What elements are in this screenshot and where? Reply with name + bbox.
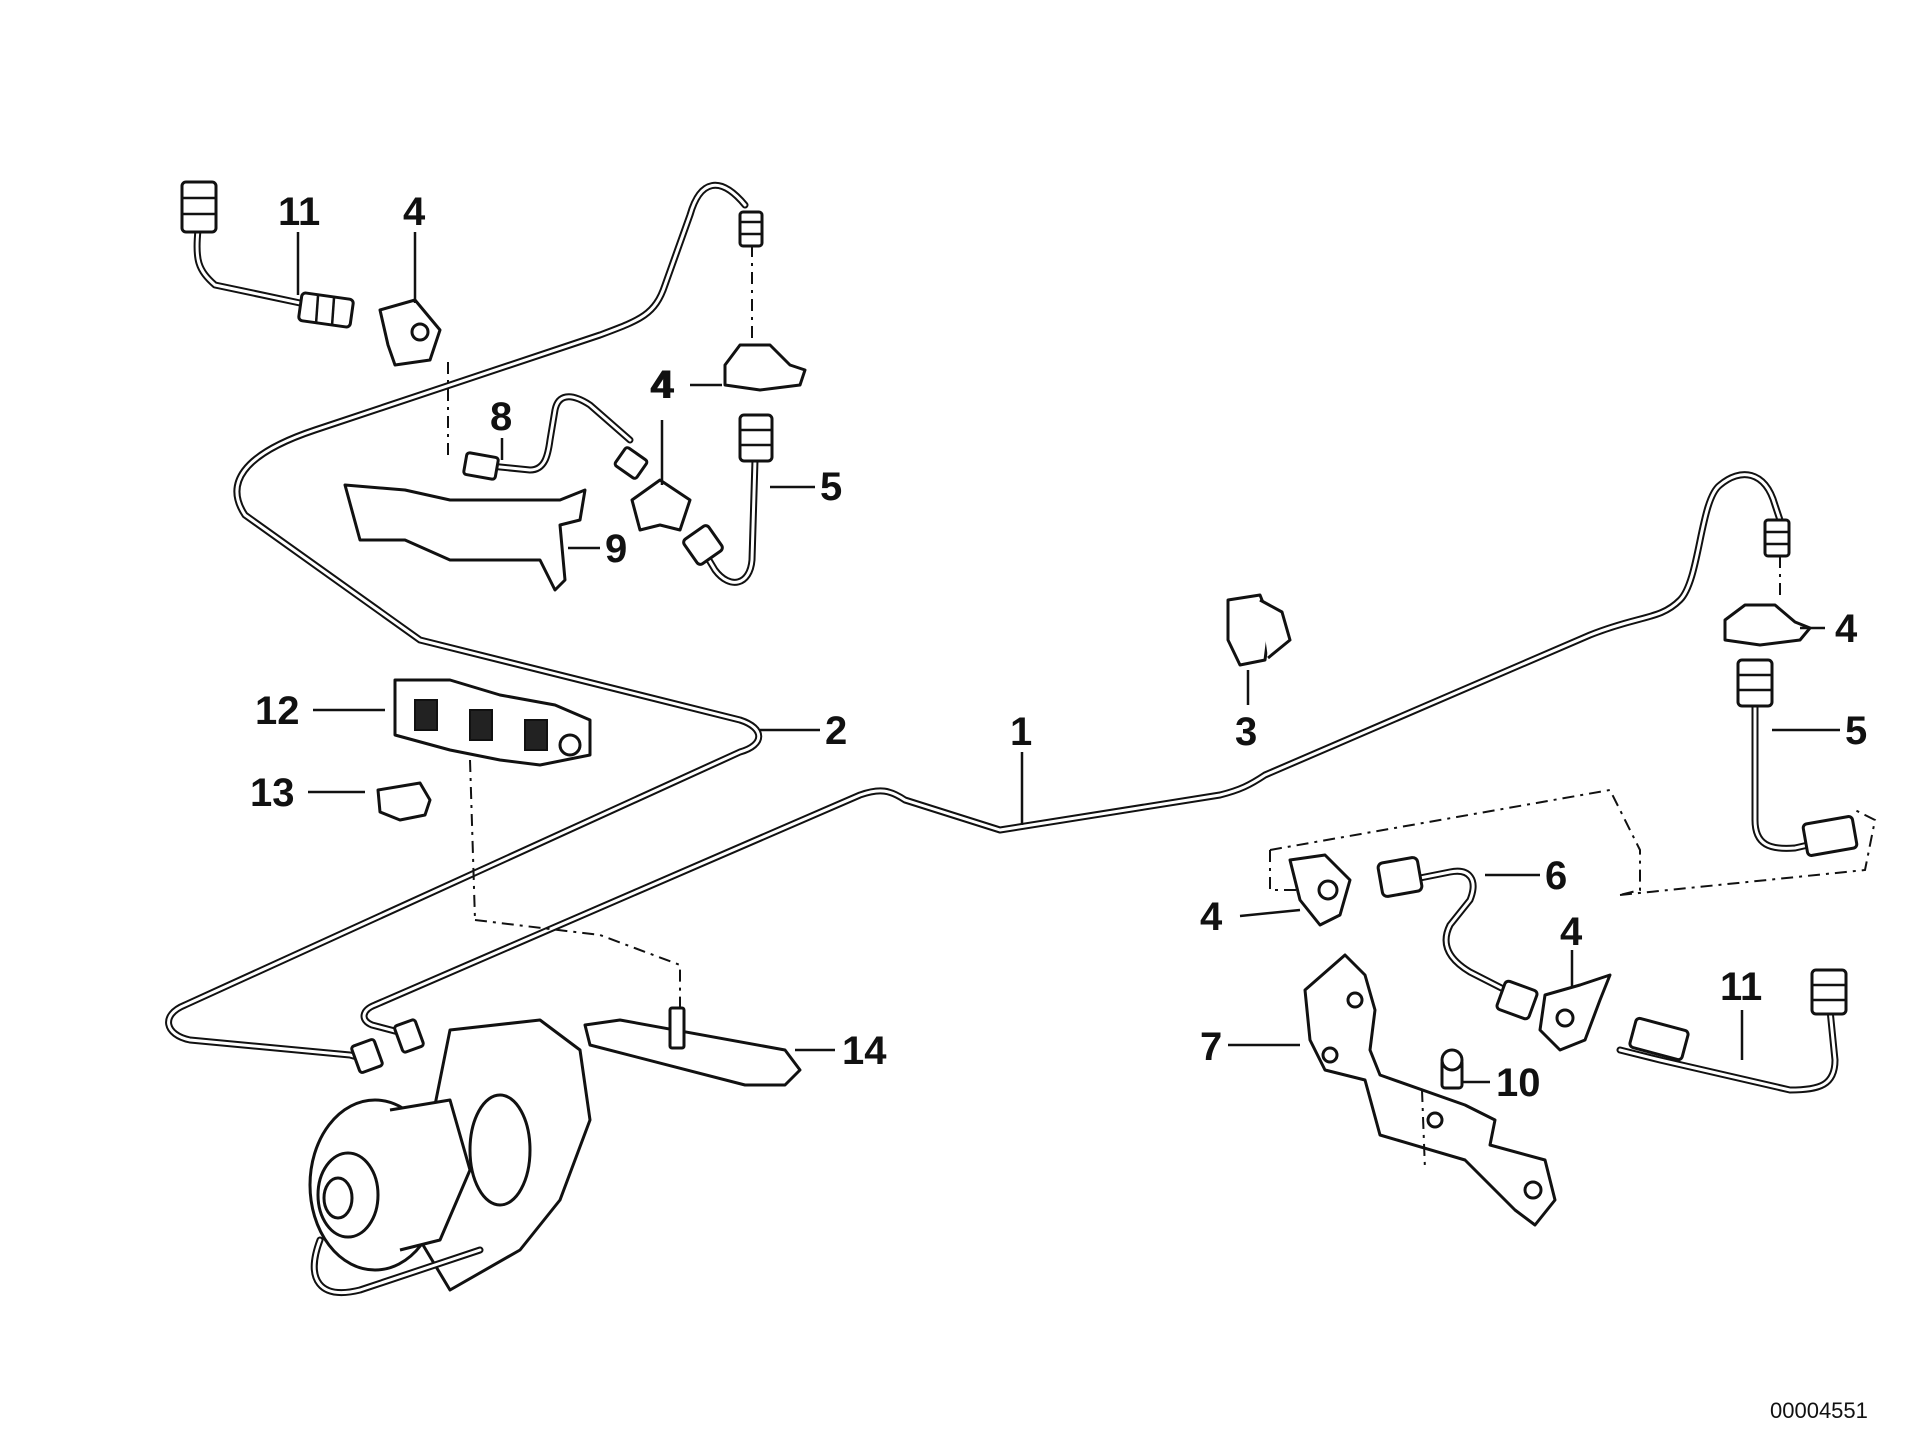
callout-8: 8	[490, 395, 512, 439]
screw-10	[1440, 1048, 1464, 1090]
callout-labels: 11 4 4 8 4 5 9 12 2 13 1 3 4 5 6 4 4 11 …	[250, 190, 1868, 1423]
callout-4-right-top: 4	[1835, 607, 1858, 651]
clip-4-top-left	[378, 298, 442, 367]
assembly-lines	[447, 245, 1877, 1171]
brake-hose-11-left	[180, 180, 355, 329]
leader-lines	[296, 232, 1840, 1084]
drawing-number: 00004551	[1770, 1398, 1868, 1423]
callout-5-left: 5	[820, 465, 842, 509]
callout-4-middle: 4	[650, 363, 673, 407]
callout-12: 12	[255, 689, 300, 733]
callout-9: 9	[605, 527, 627, 571]
callout-13: 13	[250, 771, 295, 815]
callout-5-right: 5	[1845, 709, 1867, 753]
clip-4-right-lower	[1538, 973, 1612, 1052]
brake-pipe-1	[360, 471, 1791, 1054]
callout-6: 6	[1545, 854, 1567, 898]
bracket-9	[343, 483, 587, 592]
brake-hose-5-right	[1736, 658, 1859, 857]
clip-4-middle	[630, 478, 692, 532]
brake-hose-11-right	[1616, 968, 1848, 1094]
callout-11-left: 11	[278, 190, 320, 234]
brake-pipe-2	[165, 181, 764, 1074]
holder-3	[1226, 593, 1292, 667]
clip-13	[376, 781, 432, 822]
callout-3: 3	[1235, 710, 1257, 754]
callout-1: 1	[1010, 710, 1032, 754]
bracket-14	[583, 1006, 802, 1087]
callout-11-right: 11	[1720, 965, 1762, 1009]
brake-pipe-8	[462, 393, 649, 481]
hydraulic-pump-motor	[308, 1018, 592, 1297]
callout-4-right-middle: 4	[1200, 895, 1223, 939]
brake-hose-5-left	[682, 413, 774, 586]
callout-10: 10	[1496, 1061, 1541, 1105]
clip-4-right-middle	[1288, 853, 1352, 927]
callout-4-right-lower: 4	[1560, 910, 1583, 954]
callout-2: 2	[825, 709, 847, 753]
bracket-7	[1303, 953, 1557, 1227]
brake-pipe-6	[1376, 856, 1539, 1021]
callout-4-top-middle: 4	[652, 363, 675, 407]
callout-14: 14	[842, 1029, 887, 1073]
callout-4-top-left: 4	[403, 190, 426, 234]
callout-7: 7	[1200, 1025, 1222, 1069]
holder-12	[393, 678, 592, 767]
clip-4-top-middle	[723, 343, 807, 392]
clip-4-right-top	[1723, 603, 1812, 647]
